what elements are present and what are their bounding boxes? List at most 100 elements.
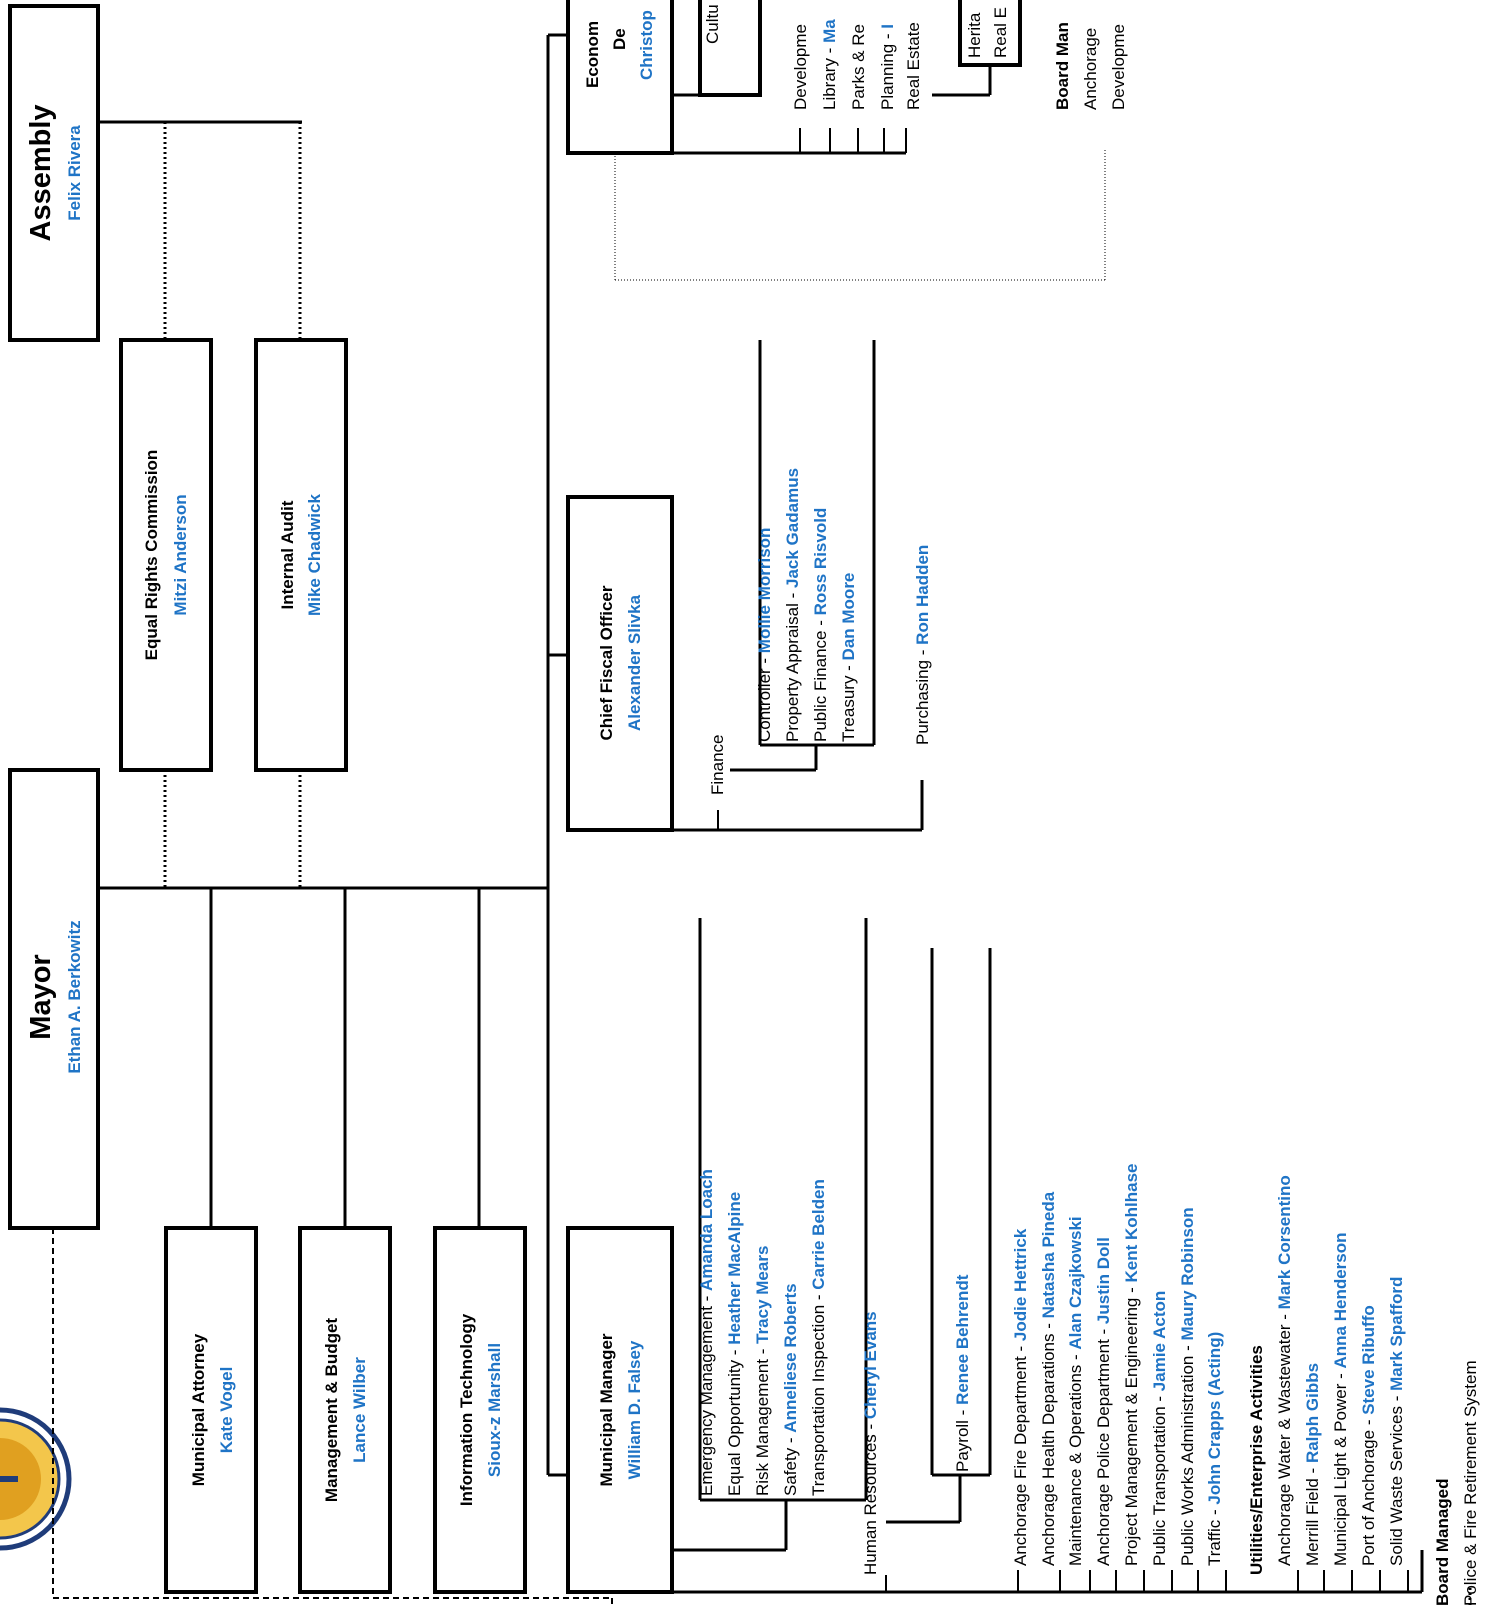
econ-dev-title-line1: Econom — [583, 21, 602, 88]
econ-item-3: Planning - I — [878, 24, 897, 110]
department-item-3-part-1: Justin Doll — [1094, 1237, 1113, 1324]
municipal-manager-head: William D. Falsey — [625, 1340, 644, 1479]
mm-staff-item-0: Emergency Management - Amanda Loach — [697, 1169, 716, 1496]
heritage-box-line1: Herita — [965, 12, 984, 58]
mm-staff-item-0-part-1: Amanda Loach — [697, 1169, 716, 1291]
econ-board-item-1: Developme — [1109, 24, 1128, 110]
equal-rights-box — [119, 338, 213, 772]
econ-board-heading: Board Man — [1053, 22, 1072, 110]
econ-item-4: Real Estate — [904, 22, 923, 110]
finance-item-1: Property Appraisal - Jack Gadamus — [783, 468, 802, 742]
finance-item-0: Controller - Mollie Morrison — [755, 528, 774, 742]
municipal-attorney-head: Kate Vogel — [217, 1367, 236, 1454]
department-item-4-part-0: Project Management & Engineering - — [1122, 1283, 1141, 1567]
utility-item-2: Municipal Light & Power - Anna Henderson — [1331, 1232, 1350, 1566]
finance-item-3-part-0: Treasury - — [839, 660, 858, 742]
finance-list: Controller - Mollie Morrison Property App… — [755, 468, 858, 742]
department-item-6-part-1: Maury Robinson — [1178, 1207, 1197, 1340]
municipal-attorney-title: Municipal Attorney — [189, 1333, 208, 1486]
econ-item-2-part-0: Parks & Re — [849, 24, 868, 110]
finance-item-1-part-1: Jack Gadamus — [783, 468, 802, 588]
mm-staff-item-1-part-1: Heather MacAlpine — [725, 1192, 744, 1345]
department-item-3: Anchorage Police Department - Justin Dol… — [1094, 1237, 1113, 1566]
information-technology-box — [433, 1226, 527, 1594]
internal-audit-head: Mike Chadwick — [305, 494, 324, 616]
econ-board-item-1-part-0: Developme — [1109, 24, 1128, 110]
mm-staff-item-1-part-0: Equal Opportunity - — [725, 1345, 744, 1496]
utility-item-3-part-0: Port of Anchorage - — [1359, 1415, 1378, 1566]
management-budget-head: Lance Wilber — [350, 1357, 369, 1463]
payroll-item-part-1: Renee Behrendt — [953, 1274, 972, 1405]
finance-item-3: Treasury - Dan Moore — [839, 573, 858, 742]
econ-item-0-part-0: Developme — [791, 24, 810, 110]
purchasing-name: Ron Hadden — [913, 545, 932, 645]
municipal-manager-departments-list: Anchorage Fire Department - Jodie Hettri… — [1011, 1163, 1224, 1566]
utility-item-1-part-0: Merrill Field - — [1303, 1463, 1322, 1566]
utility-item-0-part-0: Anchorage Water & Wastewater - — [1275, 1309, 1294, 1566]
heritage-box — [958, 0, 1022, 67]
econ-dev-head: Christop — [637, 10, 656, 80]
finance-item-1-part-0: Property Appraisal - — [783, 588, 802, 742]
utility-item-4-part-0: Solid Waste Services - — [1387, 1391, 1406, 1566]
mayor-head-first: Ethan A. — [65, 1001, 84, 1074]
department-item-5-part-0: Public Transportation - — [1150, 1391, 1169, 1566]
utility-item-0-part-1: Mark Corsentino — [1275, 1175, 1294, 1309]
heritage-box-line2: Real E — [991, 7, 1010, 58]
mm-staff-item-3-part-0: Safety - — [781, 1433, 800, 1496]
econ-item-2: Parks & Re — [849, 24, 868, 110]
utilities-heading-part-0: Utilities/Enterprise Activities — [1247, 1345, 1266, 1575]
finance-item-2-part-1: Ross Risvold — [811, 508, 830, 616]
finance-item-2-part-0: Public Finance - — [811, 615, 830, 742]
mayor-title: Mayor — [25, 954, 57, 1039]
econ-item-0: Developme — [791, 24, 810, 110]
department-item-2: Maintenance & Operations - Alan Czajkows… — [1066, 1216, 1085, 1566]
department-item-7: Traffic - John Crapps (Acting) — [1205, 1332, 1224, 1566]
department-item-4: Project Management & Engineering - Kent … — [1122, 1163, 1141, 1566]
finance-item-2: Public Finance - Ross Risvold — [811, 508, 830, 742]
finance-item-3-part-1: Dan Moore — [839, 573, 858, 661]
information-technology-head: Sioux-z Marshall — [485, 1343, 504, 1477]
department-item-1-part-0: Anchorage Health Deparations - — [1039, 1318, 1058, 1566]
econ-dev-title-line2: De — [610, 28, 629, 50]
department-item-6: Public Works Administration - Maury Robi… — [1178, 1207, 1197, 1566]
payroll-item-part-0: Payroll - — [953, 1405, 972, 1472]
municipal-manager-staff-list: Emergency Management - Amanda LoachEqual… — [697, 1169, 828, 1496]
department-item-2-part-1: Alan Czajkowski — [1066, 1216, 1085, 1349]
finance-item-0-part-1: Mollie Morrison — [755, 528, 774, 654]
municipal-manager-box — [566, 1226, 674, 1594]
assembly-title: Assembly — [25, 104, 57, 241]
culture-box — [698, 0, 762, 97]
utility-item-1: Merrill Field - Ralph Gibbs — [1303, 1363, 1322, 1566]
econ-item-4-part-0: Real Estate — [904, 22, 923, 110]
finance-item-0-part-0: Controller - — [755, 653, 774, 742]
mayor-head-last: Berkowitz — [65, 920, 84, 1000]
board-managed-heading-part-0: Board Managed — [1433, 1478, 1452, 1606]
information-technology-title: Information Technology — [457, 1313, 476, 1506]
assembly-head: Felix Rivera — [65, 125, 84, 221]
municipal-manager-title: Municipal Manager — [597, 1333, 616, 1486]
chief-fiscal-officer-box — [566, 495, 674, 832]
mm-staff-item-2-part-0: Risk Management - — [753, 1344, 772, 1496]
equal-rights-head: Mitzi Anderson — [171, 494, 190, 615]
department-item-3-part-0: Anchorage Police Department - — [1094, 1324, 1113, 1566]
department-item-5-part-1: Jamie Acton — [1150, 1291, 1169, 1391]
municipal-attorney-box — [164, 1226, 258, 1594]
mm-staff-item-4-part-0: Transportation Inspection - — [809, 1290, 828, 1496]
econ-item-3-part-1: I — [878, 24, 897, 29]
hr-item-part-0: Human Resources - — [861, 1419, 880, 1575]
hr-item-part-1: Cheryl Evans — [861, 1311, 880, 1419]
department-item-7-part-1: John Crapps (Acting) — [1205, 1332, 1224, 1505]
utility-item-0: Anchorage Water & Wastewater - Mark Cors… — [1275, 1175, 1294, 1566]
econ-dev-list: Developme Library - Ma Parks & Re Planning … — [791, 19, 923, 110]
mm-staff-item-0-part-0: Emergency Management - — [697, 1291, 716, 1496]
econ-item-1: Library - Ma — [820, 19, 839, 110]
cfo-title: Chief Fiscal Officer — [597, 585, 616, 740]
utility-item-4-part-1: Mark Spafford — [1387, 1277, 1406, 1391]
econ-item-3-part-0: Planning - — [878, 29, 897, 110]
department-item-0-part-1: Jodie Hettrick — [1011, 1228, 1030, 1341]
hr-item: Human Resources - Cheryl Evans — [861, 1311, 880, 1575]
department-item-7-part-0: Traffic - — [1205, 1505, 1224, 1566]
econ-item-1-part-0: Library - — [820, 43, 839, 110]
